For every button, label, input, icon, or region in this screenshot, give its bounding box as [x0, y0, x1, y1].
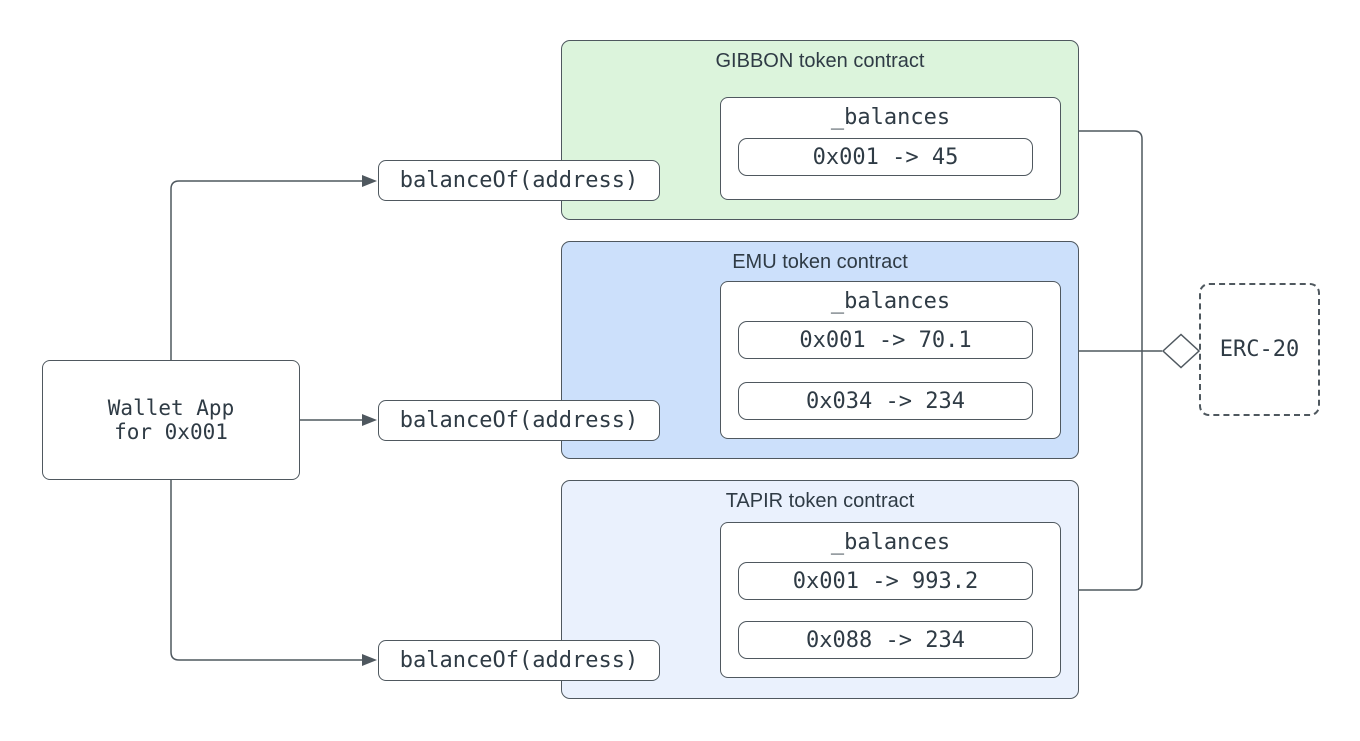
gibbon-contract-title: GIBBON token contract: [715, 50, 925, 72]
gibbon-balance-entry: 0x001 -> 45: [738, 138, 1033, 176]
tapir-contract-title: TAPIR token contract: [725, 490, 915, 512]
aggregation-diamond-icon: [1161, 333, 1201, 369]
tapir-balanceof-box: balanceOf(address): [378, 640, 660, 681]
connector-wallet-to-tapir-call: [170, 479, 362, 661]
wallet-app-box: Wallet App for 0x001: [42, 360, 300, 480]
tapir-balance-entry: 0x088 -> 234: [738, 621, 1033, 659]
emu-balanceof-box: balanceOf(address): [378, 400, 660, 441]
arrowhead-icon: [362, 654, 377, 666]
connector-wallet-to-gibbon-call: [170, 180, 362, 360]
emu-balance-entry: 0x001 -> 70.1: [738, 321, 1033, 359]
tapir-balance-entry: 0x001 -> 993.2: [738, 562, 1033, 600]
emu-balance-entry: 0x034 -> 234: [738, 382, 1033, 420]
gibbon-balanceof-box: balanceOf(address): [378, 160, 660, 201]
erc20-interface-box: ERC-20: [1199, 283, 1320, 416]
gibbon-balances-label: _balances: [830, 105, 951, 130]
arrowhead-icon: [362, 414, 377, 426]
emu-contract-title: EMU token contract: [732, 251, 908, 273]
emu-balances-label: _balances: [830, 289, 951, 314]
arrowhead-icon: [362, 175, 377, 187]
connector-contracts-bus: [1079, 130, 1143, 591]
tapir-balances-label: _balances: [830, 530, 951, 555]
